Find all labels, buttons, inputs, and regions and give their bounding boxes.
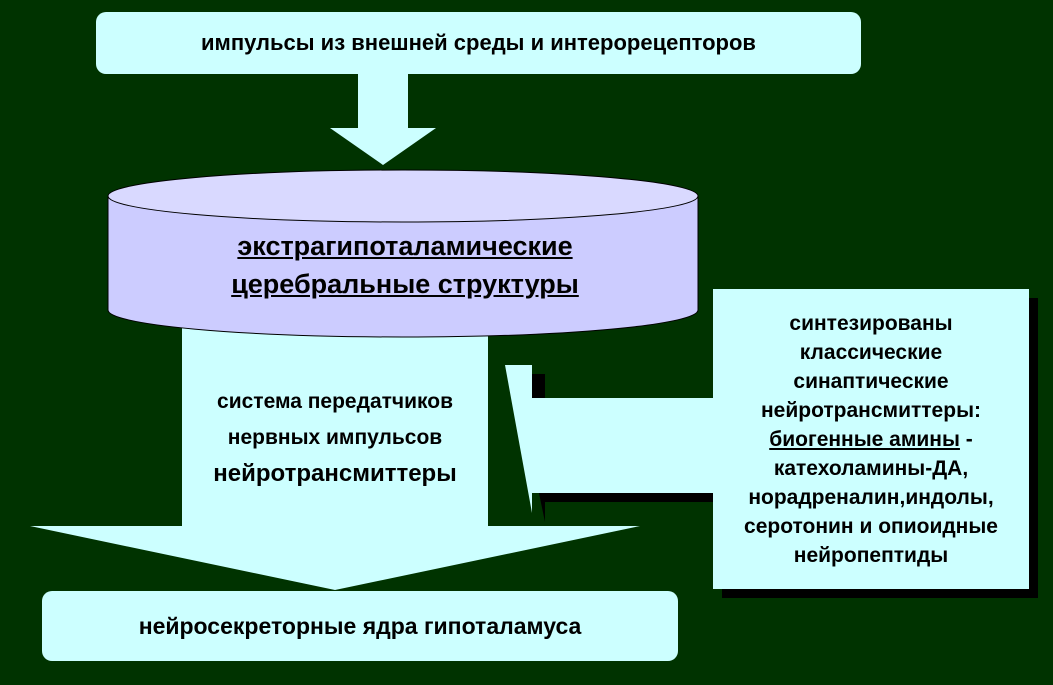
left-arrow xyxy=(505,365,713,513)
info-line-5-rest: - xyxy=(959,427,973,451)
target-box-text: нейросекреторные ядра гипоталамуса xyxy=(138,612,582,639)
info-line-9: нейропептиды xyxy=(793,543,949,567)
info-line-7: норадреналин,индолы, xyxy=(748,485,994,509)
cylinder-line-1: экстрагипоталамические xyxy=(237,231,573,261)
info-line-3: синаптические xyxy=(793,369,949,393)
transmitter-line-1: система передатчиков xyxy=(217,390,453,413)
target-box: нейросекреторные ядра гипоталамуса xyxy=(42,591,678,661)
info-line-1: синтезированы xyxy=(789,311,953,335)
big-down-arrow xyxy=(30,320,640,590)
source-box-text: импульсы из внешней среды и интерорецепт… xyxy=(201,30,756,55)
neurotransmitter-info-box: синтезированы классические синаптические… xyxy=(713,289,1029,589)
info-line-4: нейротрансмиттеры: xyxy=(760,398,981,422)
info-line-5: биогенные амины - xyxy=(769,425,973,454)
info-line-2: классические xyxy=(799,340,943,364)
cylinder-line-2: церебральные структуры xyxy=(231,269,579,299)
cylinder-label: экстрагипоталамические церебральные стру… xyxy=(150,225,660,305)
info-line-8: серотонин и опиоидные xyxy=(744,514,998,538)
info-line-6: катехоламины-ДА, xyxy=(773,456,969,480)
cylinder-top xyxy=(107,169,699,223)
transmitter-line-3: нейротрансмиттеры xyxy=(213,460,457,487)
cylinder-body xyxy=(107,195,699,338)
biogenic-amines-text: биогенные амины xyxy=(769,427,960,451)
transmitter-system-label: система передатчиков нервных импульсов н… xyxy=(182,378,488,498)
transmitter-line-2: нервных импульсов xyxy=(227,426,443,449)
down-arrow-top xyxy=(330,74,436,165)
source-box: импульсы из внешней среды и интерорецепт… xyxy=(96,12,861,74)
